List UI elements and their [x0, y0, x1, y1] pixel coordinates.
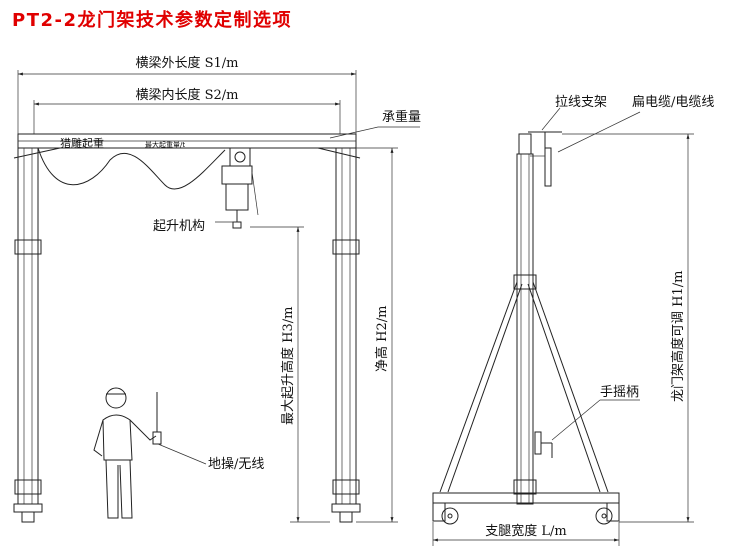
h2-label: 净高 H2/m: [374, 306, 390, 372]
h2-dimension: 净高 H2/m: [356, 147, 398, 523]
operator-figure: [93, 387, 162, 519]
cable-bracket-label: 拉线支架: [555, 95, 607, 110]
s2-label: 横梁内长度 S2/m: [135, 87, 238, 103]
h3-dimension: 最大起升高度 H3/m: [250, 226, 330, 523]
cable-bracket: [528, 131, 562, 187]
front-view: 横梁外长度 S1/m 横梁内长度 S2/m 猎雕起重 最大起重量/t 承重量: [13, 55, 421, 523]
right-leg: [331, 147, 361, 523]
max-load-label: 最大起重量/t: [145, 140, 185, 149]
festoon-cable: [37, 147, 226, 190]
hand-crank-label: 手摇柄: [600, 385, 639, 400]
h1-label: 龙门架高度可调 H1/m: [670, 271, 686, 402]
load-capacity-label: 承重量: [382, 109, 421, 125]
flat-cable-label: 扁电缆/电缆线: [632, 94, 714, 110]
s1-dimension: 横梁外长度 S1/m: [17, 55, 357, 134]
l-label: 支腿宽度 L/m: [485, 523, 566, 539]
left-leg: [13, 147, 43, 523]
side-view: 拉线支架 扁电缆/电缆线 手摇柄: [432, 94, 714, 546]
electric-hoist: [221, 147, 259, 229]
hand-crank: [534, 431, 553, 458]
l-dimension: 支腿宽度 L/m: [432, 522, 620, 546]
hoist-label: 起升机构: [153, 219, 205, 234]
h3-label: 最大起升高度 H3/m: [280, 307, 296, 425]
base-frame: [432, 492, 620, 525]
h1-dimension: 龙门架高度可调 H1/m: [562, 133, 694, 523]
ground-control-label: 地操/无线: [208, 456, 264, 472]
mast: [513, 133, 537, 505]
s2-dimension: 横梁内长度 S2/m: [33, 87, 341, 134]
page-title: PT2-2龙门架技术参数定制选项: [12, 10, 292, 31]
s1-label: 横梁外长度 S1/m: [135, 55, 238, 71]
brand-label: 猎雕起重: [60, 136, 104, 150]
